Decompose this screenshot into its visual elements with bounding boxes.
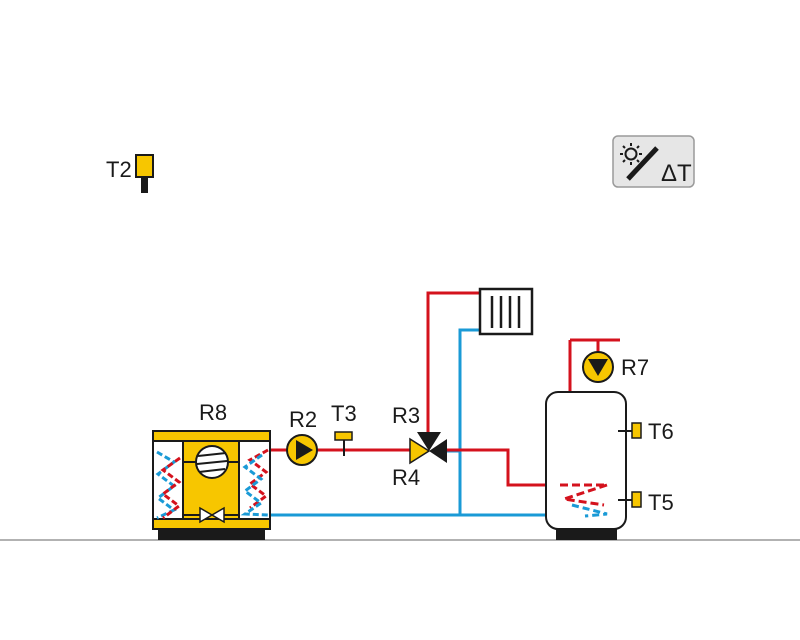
radiator-frame xyxy=(478,287,534,336)
sensor-t2-stem xyxy=(141,177,148,193)
pump-r2[interactable] xyxy=(286,434,318,466)
tank-coil-bottom xyxy=(571,503,608,518)
three-way-valve-r3-r4[interactable] xyxy=(409,432,447,465)
valve-top-wing xyxy=(417,432,441,451)
label-t6: T6 xyxy=(648,419,674,444)
pump-r2-arrow-icon xyxy=(296,440,313,460)
label-t3: T3 xyxy=(331,401,357,426)
label-t5: T5 xyxy=(648,490,674,515)
heat-pump-base xyxy=(158,528,265,540)
tank-coil-middle xyxy=(563,483,608,507)
heat-pump-r8[interactable] xyxy=(152,430,271,540)
flow-sensor-t3[interactable] xyxy=(334,431,353,456)
circulation-pump-r7[interactable] xyxy=(582,351,614,383)
tank-base xyxy=(556,527,617,540)
sensor-t2-head xyxy=(135,154,154,178)
compressor-icon xyxy=(195,445,229,479)
storage-tank[interactable] xyxy=(545,391,627,540)
solar-delta-t-button[interactable]: ΔT xyxy=(612,135,695,188)
label-t2: T2 xyxy=(106,157,132,182)
tank-coil-flow-pipe xyxy=(447,448,560,487)
tank-body xyxy=(545,391,627,530)
sensor-t5-head xyxy=(631,491,642,508)
radiator-return-pipe xyxy=(458,328,480,515)
valve-right-wing xyxy=(429,439,447,463)
label-r4: R4 xyxy=(392,465,420,490)
tank-sensor-t5[interactable] xyxy=(618,491,642,508)
outdoor-sensor-t2[interactable] xyxy=(135,154,154,193)
valve-left-wing xyxy=(409,437,431,465)
expansion-valve-icon xyxy=(199,506,225,524)
label-r2: R2 xyxy=(289,407,317,432)
sensor-t3-head xyxy=(334,431,353,441)
pump-r7-arrow-icon xyxy=(588,359,608,376)
radiator[interactable] xyxy=(478,287,534,336)
sun-collector-icon xyxy=(620,143,659,181)
delta-t-label: ΔT xyxy=(661,160,692,187)
radiator-flow-pipe xyxy=(426,291,480,432)
label-r7: R7 xyxy=(621,355,649,380)
label-r3: R3 xyxy=(392,403,420,428)
radiator-fins-icon xyxy=(490,296,521,328)
label-r8: R8 xyxy=(199,400,227,425)
sensor-t6-head xyxy=(631,422,642,439)
tank-sensor-t6[interactable] xyxy=(618,422,642,439)
